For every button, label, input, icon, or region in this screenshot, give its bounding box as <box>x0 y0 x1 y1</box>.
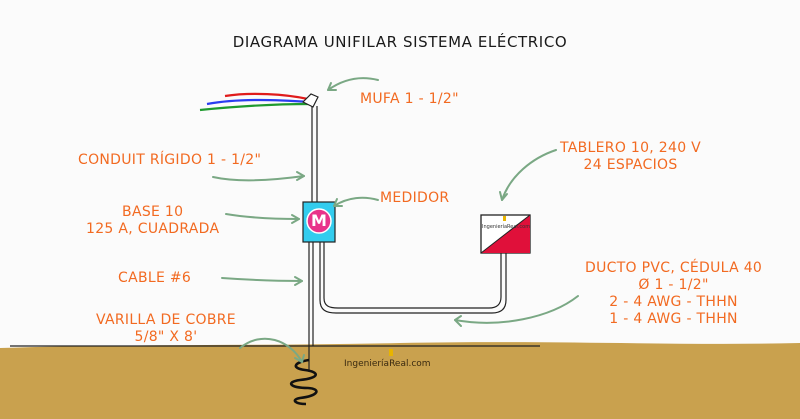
label-varilla-line1: VARILLA DE COBRE <box>96 312 236 328</box>
brand-watermark: IngenieríaReal.com <box>344 359 431 369</box>
label-varilla-line2: 5/8" X 8' <box>134 329 198 345</box>
wire-blue <box>206 98 310 106</box>
pvc-duct-inner <box>323 242 502 309</box>
label-ducto-line1: DUCTO PVC, CÉDULA 40 <box>585 260 763 276</box>
brand-logo-mark <box>389 349 393 356</box>
arrow-medidor <box>333 196 379 207</box>
arrow-conduit <box>212 175 305 182</box>
panel-diagonal <box>480 214 531 254</box>
label-ducto-line4: 1 - 4 AWG - THHN <box>609 311 738 327</box>
wire-red <box>224 92 309 101</box>
arrow-tablero-head <box>499 191 508 201</box>
arrow-medidor-head <box>333 198 343 207</box>
label-base: BASE 10 125 A, CUADRADA <box>86 204 219 238</box>
panel-brand-text: IngenieríaReal.com <box>482 224 531 230</box>
label-tablero-line1: TABLERO 10, 240 V <box>560 140 702 156</box>
label-mufa-text: MUFA 1 - 1/2" <box>360 91 459 107</box>
label-ducto-line3: 2 - 4 AWG - THHN <box>609 294 738 310</box>
label-varilla: VARILLA DE COBRE 5/8" X 8' <box>96 312 236 346</box>
label-tablero: TABLERO 10, 240 V 24 ESPACIOS <box>560 140 701 174</box>
arrow-cable-head <box>294 276 303 286</box>
meter-letter: M <box>311 211 327 230</box>
diagram-title: DIAGRAMA UNIFILAR SISTEMA ELÉCTRICO <box>232 33 568 51</box>
arrow-ducto <box>454 295 579 324</box>
label-cable: CABLE #6 <box>118 270 191 287</box>
mufa-weatherhead <box>301 93 319 108</box>
arrow-base <box>225 213 300 220</box>
arrow-ducto-head <box>454 315 462 327</box>
label-base-line2: 125 A, CUADRADA <box>86 221 220 237</box>
pvc-duct <box>319 242 507 314</box>
label-cable-text: CABLE #6 <box>118 270 192 286</box>
meter-circle <box>306 208 332 234</box>
label-mufa: MUFA 1 - 1/2" <box>360 91 459 108</box>
label-conduit: CONDUIT RÍGIDO 1 - 1/2" <box>78 152 261 169</box>
label-medidor-text: MEDIDOR <box>380 190 450 206</box>
label-base-line1: BASE 10 <box>122 204 184 220</box>
arrow-varilla <box>239 337 303 363</box>
arrow-base-head <box>291 214 300 224</box>
arrow-tablero <box>501 149 557 201</box>
label-ducto: DUCTO PVC, CÉDULA 40 Ø 1 - 1/2" 2 - 4 AW… <box>585 260 762 328</box>
wire-green <box>199 102 311 112</box>
ground-rod-coil <box>289 358 318 406</box>
arrow-varilla-head <box>294 354 305 363</box>
label-conduit-text: CONDUIT RÍGIDO 1 - 1/2" <box>78 152 262 168</box>
arrow-mufa-head <box>327 82 337 91</box>
label-ducto-line2: Ø 1 - 1/2" <box>638 277 709 293</box>
ground-soil <box>0 342 800 419</box>
label-tablero-line2: 24 ESPACIOS <box>583 157 678 173</box>
label-medidor: MEDIDOR <box>380 190 449 207</box>
panel-logo-mark <box>503 216 506 221</box>
arrow-conduit-head <box>296 171 305 181</box>
arrow-cable <box>221 277 303 282</box>
arrow-mufa <box>327 77 379 91</box>
